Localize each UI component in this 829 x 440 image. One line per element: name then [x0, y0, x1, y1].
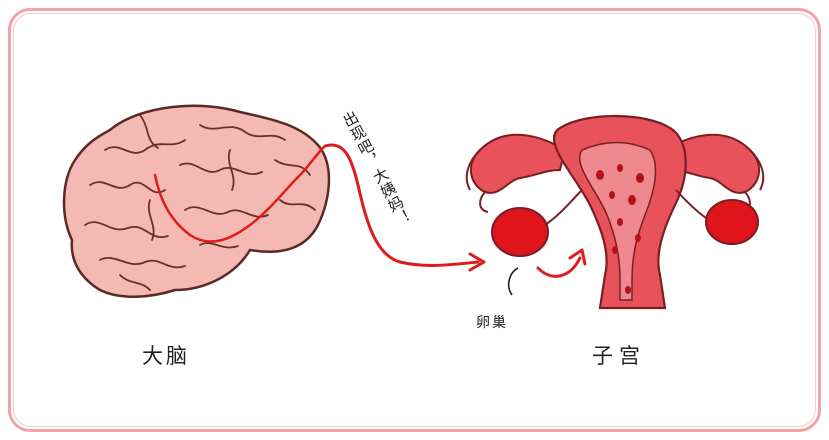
- brain-illustration: [64, 106, 329, 297]
- ovary-to-uterus-arrow: [538, 258, 580, 276]
- left-ovary: [492, 208, 548, 256]
- brain-label: 大脑: [142, 340, 190, 370]
- left-ovarian-ligament: [545, 190, 582, 225]
- ovary-pointer: [509, 268, 518, 295]
- ovary-label: 卵巢: [476, 312, 508, 332]
- right-ovarian-ligament: [676, 190, 706, 218]
- uterus-label: 子宫: [592, 340, 646, 370]
- uterus-illustration: [467, 116, 764, 308]
- right-ovary: [706, 200, 758, 244]
- brain-shape: [64, 106, 329, 297]
- left-fallopian-tube: [471, 135, 565, 193]
